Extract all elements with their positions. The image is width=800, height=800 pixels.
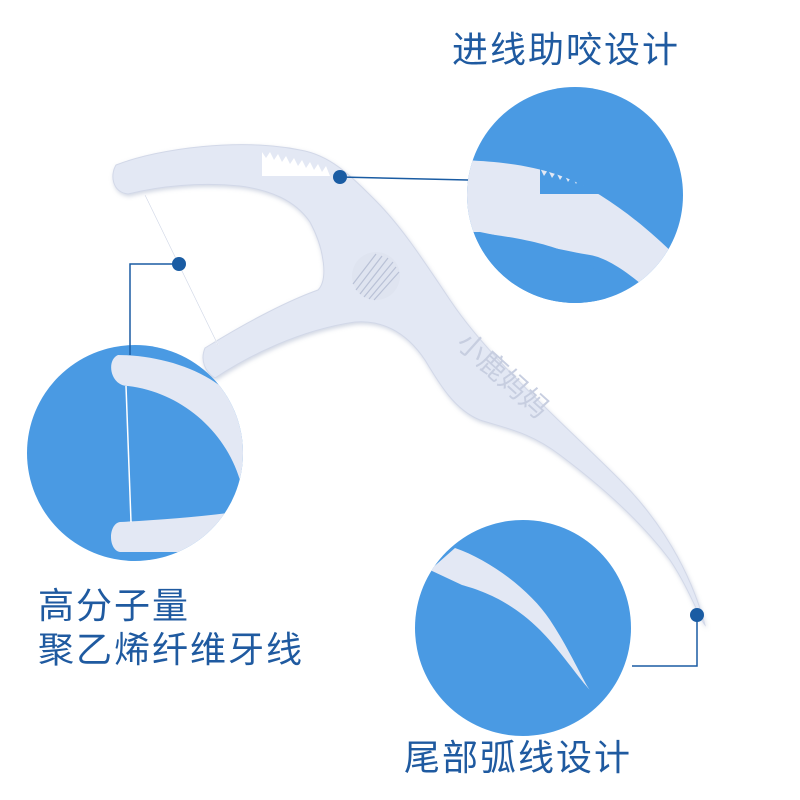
serration-teeth bbox=[262, 152, 330, 176]
callout-dot-tip bbox=[690, 608, 704, 622]
callout-title-tip: 尾部弧线设计 bbox=[404, 738, 633, 779]
callout-title-floss-line2: 聚乙烯纤维牙线 bbox=[38, 630, 305, 671]
callout-title-serration: 进线助咬设计 bbox=[452, 30, 681, 71]
callout-title-floss: 高分子量 聚乙烯纤维牙线 bbox=[38, 586, 304, 674]
callout-dot-serration bbox=[333, 170, 347, 184]
leader-lines bbox=[129, 176, 698, 667]
callout-title-floss-line1: 高分子量 bbox=[38, 586, 191, 627]
callout-dot-floss bbox=[172, 257, 186, 271]
flosser-body bbox=[112, 144, 706, 627]
grip-pattern bbox=[352, 252, 400, 301]
callout-circle-serration bbox=[467, 87, 683, 303]
callout-circle-tip bbox=[415, 520, 631, 736]
